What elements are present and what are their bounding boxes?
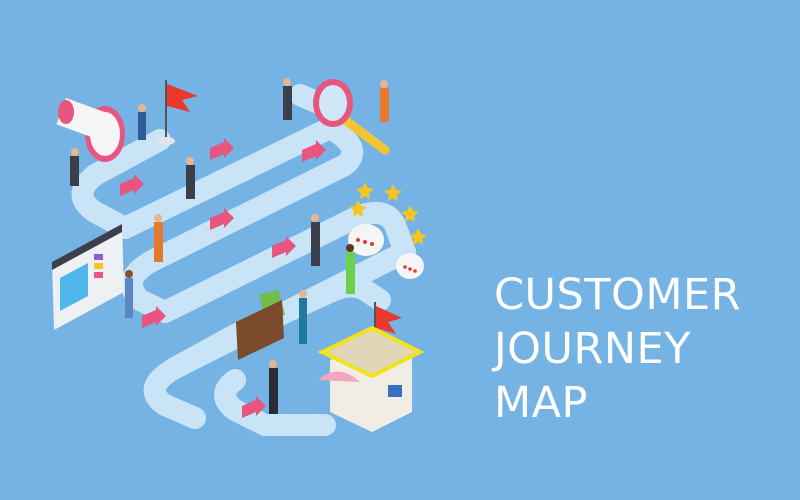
title-line-3: MAP: [494, 378, 588, 428]
browser-window-icon: [52, 224, 124, 330]
megaphone-icon: [56, 98, 125, 162]
title-line-1: CUSTOMER: [494, 270, 742, 320]
title-line-2: JOURNEY: [494, 324, 691, 374]
speech-bubble-icon: [348, 224, 424, 279]
signpost-arrow-icons: [120, 138, 326, 418]
page-title: CUSTOMER JOURNEY MAP: [494, 268, 741, 430]
people-figures: [70, 78, 389, 414]
wallet-icon: [236, 289, 286, 360]
star-rating-icon: [349, 182, 427, 245]
flag-icon-start: [157, 80, 198, 145]
storefront-icon: [317, 325, 425, 432]
magnifying-glass-icon: [313, 79, 390, 155]
